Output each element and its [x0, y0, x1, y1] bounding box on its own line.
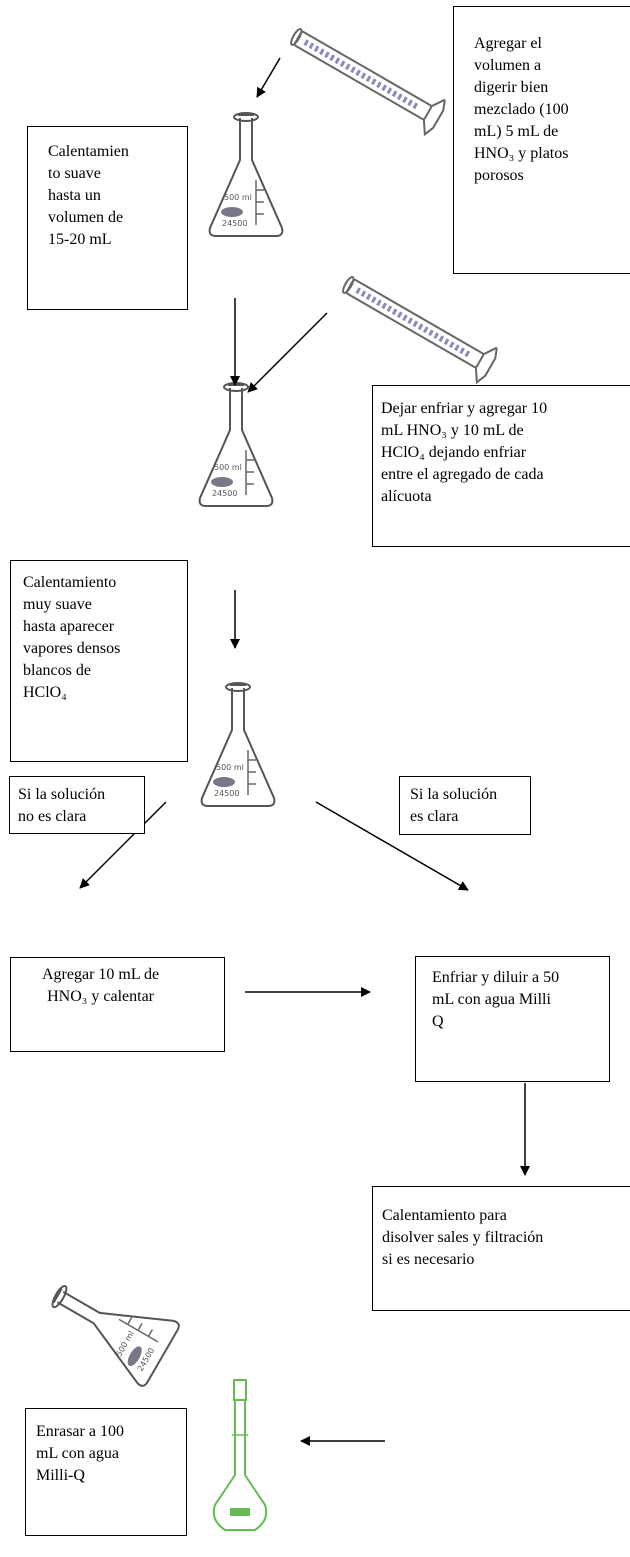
text-line: mL HNO₃ y 10 mL de — [381, 422, 524, 439]
step-make-up-volume-box: Enrasar a 100 mL con agua Milli-Q — [25, 1408, 187, 1536]
text-line: Agregar 10 mL de — [42, 966, 160, 983]
erlenmeyer-flask-icon — [198, 382, 274, 507]
text-line: Calentamiento — [23, 574, 117, 591]
volumetric-flask-icon — [212, 1379, 268, 1531]
text-line: Enfriar y diluir a 50 — [432, 969, 560, 986]
text-line: volumen a — [474, 57, 542, 74]
text-line: Calentamien — [48, 143, 129, 160]
step-add-sample-box: Agregar el volumen a digerir bien mezcla… — [453, 6, 630, 274]
text-line: Calentamiento para — [382, 1207, 507, 1224]
text-line: hasta aparecer — [23, 618, 115, 635]
text-line: hasta un — [48, 187, 101, 204]
graduated-cylinder-icon — [336, 266, 501, 384]
text-line: HNO₃ y calentar — [47, 988, 154, 1005]
condition-clear-box: Si la solución es clara — [399, 776, 531, 835]
text-line: si es necesario — [382, 1251, 475, 1268]
text-line: no es clara — [18, 808, 87, 825]
graduated-cylinder-icon — [284, 18, 449, 136]
text-line: porosos — [474, 167, 524, 184]
text-line: muy suave — [23, 596, 92, 613]
text-line: Si la solución — [18, 786, 106, 803]
erlenmeyer-flask-icon — [208, 112, 284, 237]
erlenmeyer-flask-icon — [36, 1262, 182, 1389]
text-line: Agregar el — [474, 35, 542, 52]
text-line: disolver sales y filtración — [382, 1229, 544, 1246]
condition-not-clear-box: Si la solución no es clara — [9, 776, 145, 834]
text-line: es clara — [410, 808, 459, 825]
text-line: digerir bien — [474, 79, 549, 96]
step-cool-add-acids-box: Dejar enfriar y agregar 10 mL HNO₃ y 10 … — [372, 385, 630, 547]
step-gentle-heating-box: Calentamien to suave hasta un volumen de… — [27, 126, 188, 310]
text-line: Dejar enfriar y agregar 10 — [381, 400, 548, 417]
text-line: blancos de — [23, 662, 91, 679]
text-line: HClO₄ — [23, 684, 67, 701]
step-cool-dilute-box: Enfriar y diluir a 50 mL con agua Milli … — [415, 956, 610, 1082]
text-line: mL) 5 mL de — [474, 123, 559, 140]
text-line: Enrasar a 100 — [36, 1423, 124, 1440]
text-line: alícuota — [381, 488, 432, 505]
text-line: vapores densos — [23, 640, 121, 657]
text-line: entre el agregado de cada — [381, 466, 544, 483]
text-line: volumen de — [48, 209, 124, 226]
text-line: mL con agua — [36, 1445, 119, 1462]
step-very-gentle-heating-box: Calentamiento muy suave hasta aparecer v… — [10, 560, 188, 762]
text-line: to suave — [48, 165, 101, 182]
text-line: Q — [432, 1013, 444, 1030]
step-add-hno3-box: Agregar 10 mL de HNO₃ y calentar — [10, 957, 225, 1052]
text-line: mL con agua Milli — [432, 991, 551, 1008]
text-line: Milli-Q — [36, 1467, 85, 1484]
step-dissolve-filter-box: Calentamiento para disolver sales y filt… — [372, 1186, 630, 1311]
erlenmeyer-flask-icon — [200, 682, 276, 807]
text-line: Si la solución — [410, 786, 498, 803]
text-line: HClO₄ dejando enfriar — [381, 444, 527, 461]
text-line: 15-20 mL — [48, 231, 112, 248]
text-line: mezclado (100 — [474, 101, 569, 118]
text-line: HNO₃ y platos — [474, 145, 569, 162]
